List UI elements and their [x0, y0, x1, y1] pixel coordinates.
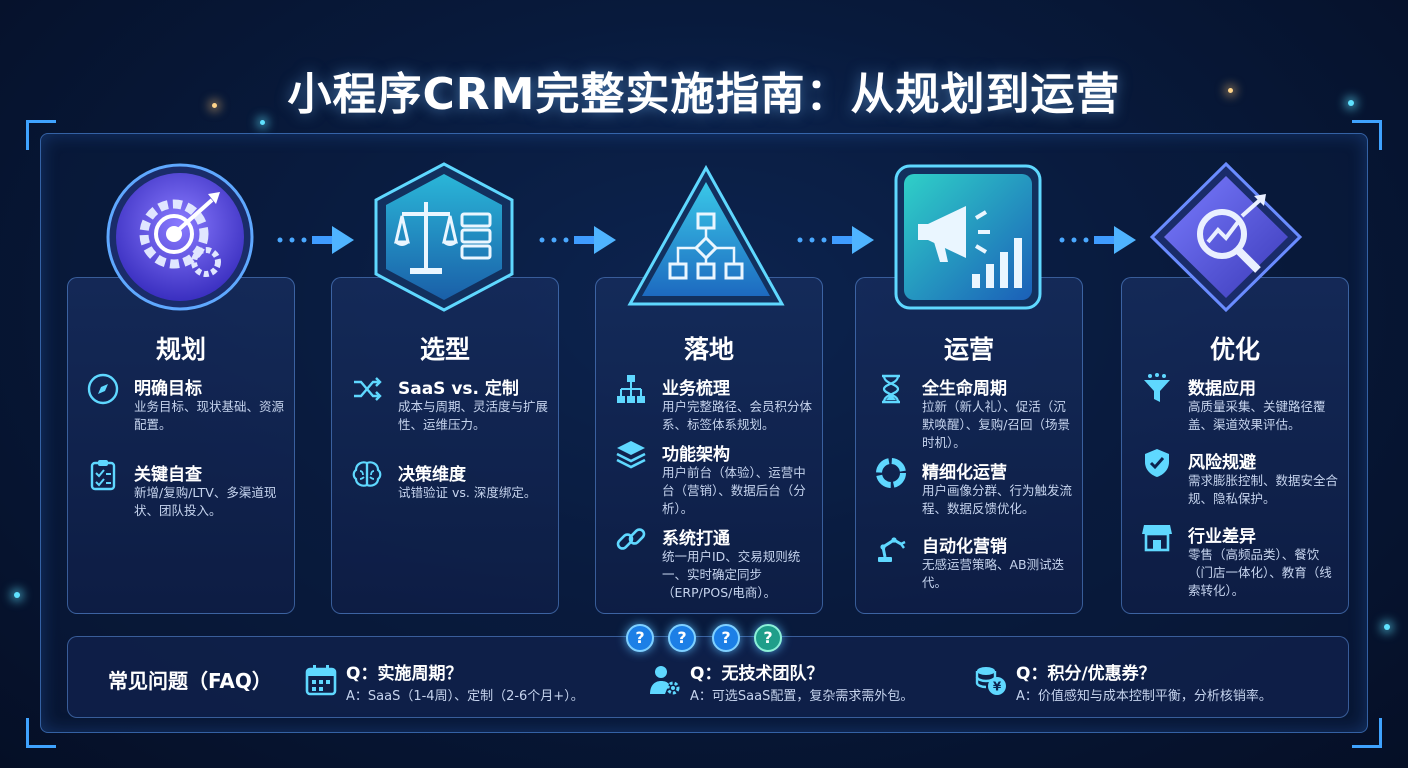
item-desc: 需求膨胀控制、数据安全合规、隐私保护。: [1188, 473, 1339, 506]
stage-card-implementation: 落地 业务梳理 用户完整路径、会员积分体系、标签体系规划。 功能架构 用户前台（…: [595, 277, 823, 614]
frame-corner-top-left: [26, 120, 56, 150]
coins-icon: ¥: [975, 667, 1006, 695]
faq-question: Q：实施周期？: [346, 664, 463, 684]
item-desc: 用户完整路径、会员积分体系、标签体系规划。: [662, 399, 813, 432]
robot-arm-icon: [878, 537, 906, 562]
item-title: 自动化营销: [922, 537, 1007, 557]
question-bubble-icon: ?: [626, 624, 654, 652]
item-title: 业务梳理: [662, 379, 730, 399]
stage-title: 运营: [943, 335, 994, 364]
item-desc: 高质量采集、关键路径覆盖、渠道效果评估。: [1188, 399, 1326, 432]
hierarchy-icon: [617, 375, 645, 403]
stage-card-selection: 选型 SaaS vs. 定制 成本与周期、灵活度与扩展性、运维压力。 决策维度 …: [331, 277, 559, 614]
item-desc: 用户前台（体验）、运营中台（营销）、数据后台（分析）。: [662, 465, 806, 516]
flowchart-icon: [627, 164, 785, 306]
pie-chart-icon: [876, 458, 906, 488]
item-title: 决策维度: [398, 465, 466, 485]
item-title: 行业差异: [1188, 527, 1256, 547]
flow-arrow: [1059, 226, 1136, 254]
stage-card-operation: 运营 全生命周期 拉新（新人礼）、促活（沉默唤醒）、复购/召回（场景时机）。 精…: [855, 277, 1083, 614]
hourglass-icon: [882, 374, 900, 404]
faq-panel: 常见问题（FAQ） Q：实施周期？ A：SaaS（1-4周）、定制（2-6个月+…: [67, 636, 1349, 718]
scale-server-icon: [374, 162, 514, 312]
svg-text:¥: ¥: [993, 680, 1002, 694]
item-desc: 无感运营策略、AB测试迭代。: [922, 557, 1065, 590]
faq-heading: 常见问题（FAQ）: [108, 669, 272, 693]
frame-corner-top-right: [1352, 120, 1382, 150]
item-desc: 用户画像分群、行为触发流程、数据反馈优化。: [922, 483, 1073, 516]
calendar-icon: [305, 665, 337, 696]
layers-icon: [616, 441, 646, 469]
stage-title: 落地: [683, 335, 734, 364]
shield-check-icon: [1145, 449, 1169, 477]
flow-arrow: [539, 226, 616, 254]
faq-item: Q：无技术团队？ A：可选SaaS配置，复杂需求需外包。: [648, 657, 968, 707]
gear-target-icon: [106, 163, 254, 311]
item-title: 系统打通: [662, 529, 730, 549]
item-title: 关键自查: [134, 465, 202, 485]
user-gear-icon: [650, 666, 680, 695]
faq-item: Q：实施周期？ A：SaaS（1-4周）、定制（2-6个月+）。: [304, 657, 624, 707]
faq-question: Q：积分/优惠券？: [1016, 664, 1156, 684]
background-glow-dot: [260, 120, 265, 125]
faq-answer: A：价值感知与成本控制平衡，分析核销率。: [1016, 689, 1272, 704]
item-desc: 业务目标、现状基础、资源配置。: [134, 399, 285, 432]
question-bubble-icon: ?: [668, 624, 696, 652]
item-title: SaaS vs. 定制: [398, 379, 519, 399]
item-desc: 零售（高频品类）、餐饮（门店一体化）、教育（线索转化）。: [1188, 547, 1332, 598]
item-desc: 拉新（新人礼）、促活（沉默唤醒）、复购/召回（场景时机）。: [922, 399, 1070, 450]
brain-icon: [352, 461, 382, 487]
stage-title: 规划: [155, 335, 206, 364]
megaphone-chart-icon: [894, 164, 1042, 310]
stage-card-optimization: 优化 数据应用 高质量采集、关键路径覆盖、渠道效果评估。 风险规避 需求膨胀控制…: [1121, 277, 1349, 614]
store-icon: [1142, 525, 1172, 552]
magnifier-growth-icon: [1149, 162, 1303, 312]
question-bubble-icon: ?: [712, 624, 740, 652]
background-glow-dot: [212, 103, 217, 108]
frame-corner-bottom-left: [26, 718, 56, 748]
background-glow-dot: [1384, 624, 1390, 630]
shuffle-icon: [354, 377, 382, 401]
stage-card-planning: 规划 明确目标 业务目标、现状基础、资源配置。 关键自查 新增/复购/LTV、多…: [67, 277, 295, 614]
faq-answer: A：可选SaaS配置，复杂需求需外包。: [690, 689, 914, 704]
item-title: 数据应用: [1188, 379, 1256, 399]
question-bubble-icon: ?: [754, 624, 782, 652]
item-title: 明确目标: [134, 379, 202, 399]
checklist-icon: [90, 460, 116, 491]
funnel-icon: [1144, 373, 1170, 402]
item-desc: 统一用户ID、交易规则统一、实时确定同步（ERP/POS/电商）。: [662, 549, 801, 600]
faq-item: ¥ Q：积分/优惠券？ A：价值感知与成本控制平衡，分析核销率。: [974, 657, 1314, 707]
stage-title: 优化: [1209, 335, 1260, 364]
faq-question: Q：无技术团队？: [690, 664, 824, 684]
page-title: 小程序CRM完整实施指南：从规划到运营: [287, 69, 1121, 120]
item-desc: 试错验证 vs. 深度绑定。: [398, 485, 537, 500]
item-desc: 成本与周期、灵活度与扩展性、运维压力。: [398, 399, 549, 432]
item-desc: 新增/复购/LTV、多渠道现状、团队投入。: [134, 485, 277, 518]
background-glow-dot: [1228, 88, 1233, 93]
flow-arrow: [797, 226, 874, 254]
flow-arrow: [277, 226, 354, 254]
item-title: 风险规避: [1188, 453, 1256, 473]
faq-answer: A：SaaS（1-4周）、定制（2-6个月+）。: [346, 689, 584, 704]
item-title: 全生命周期: [922, 379, 1007, 399]
compass-icon: [87, 373, 119, 405]
stage-title: 选型: [419, 335, 470, 364]
background-glow-dot: [1348, 100, 1354, 106]
background-glow-dot: [14, 592, 20, 598]
item-title: 精细化运营: [922, 463, 1007, 483]
frame-corner-bottom-right: [1352, 718, 1382, 748]
link-icon: [616, 528, 646, 550]
item-title: 功能架构: [662, 445, 730, 465]
